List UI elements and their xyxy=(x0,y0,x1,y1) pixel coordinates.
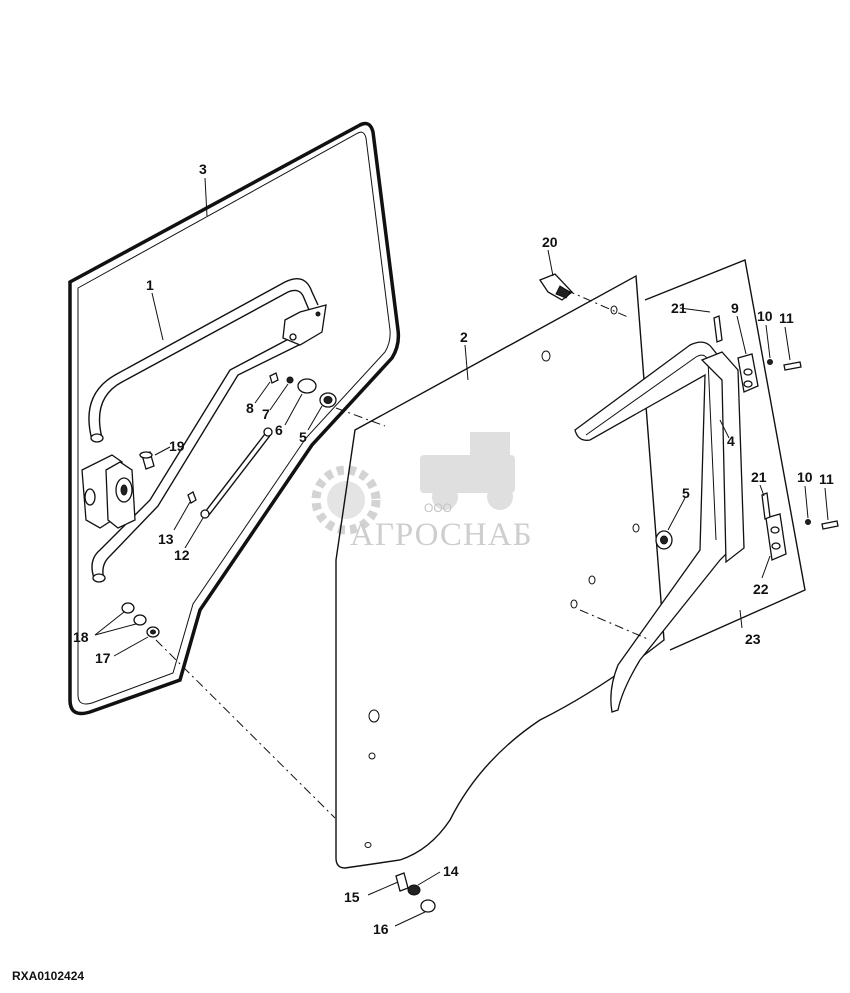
hinge-lower xyxy=(765,513,787,561)
callout-11-lower: 11 xyxy=(819,471,834,487)
hinge-bolts xyxy=(713,315,839,530)
callout-21-lower: 21 xyxy=(751,469,767,485)
callout-23: 23 xyxy=(745,631,761,647)
callout-15: 15 xyxy=(344,889,360,905)
leader-lines xyxy=(94,177,829,927)
watermark-company: АГРОСНАБ xyxy=(350,517,533,553)
callout-1: 1 xyxy=(146,277,154,293)
callout-14: 14 xyxy=(443,863,459,879)
hinge-frame xyxy=(644,259,806,651)
harvester-silhouette-icon xyxy=(420,432,515,510)
callout-16: 16 xyxy=(373,921,389,937)
watermark: ООО АГРОСНАБ xyxy=(311,432,533,553)
assembly-center-lines xyxy=(155,289,651,819)
callout-9: 9 xyxy=(731,300,739,316)
washers-lower xyxy=(121,602,160,638)
callout-7: 7 xyxy=(262,406,270,422)
callout-20: 20 xyxy=(542,234,558,250)
callout-22: 22 xyxy=(753,581,769,597)
mounting-hardware-upper xyxy=(269,372,337,408)
callout-6: 6 xyxy=(275,422,283,438)
callout-13: 13 xyxy=(158,531,174,547)
callout-11-upper: 11 xyxy=(779,310,794,326)
callout-18: 18 xyxy=(73,629,89,645)
callout-5-right: 5 xyxy=(682,485,690,501)
door-latch xyxy=(81,451,155,529)
hinge-upper xyxy=(737,353,759,393)
callout-4: 4 xyxy=(727,433,735,449)
callout-10-upper: 10 xyxy=(757,308,773,324)
glass-panel xyxy=(335,274,673,869)
callout-5-left: 5 xyxy=(299,429,307,445)
bottom-hardware xyxy=(395,872,436,913)
door-seal-frame xyxy=(68,121,401,716)
callout-labels: 3 1 2 20 21 9 10 11 4 5 21 10 11 22 23 1… xyxy=(73,161,834,937)
watermark-prefix: ООО xyxy=(424,501,452,515)
callout-12: 12 xyxy=(174,547,190,563)
callout-2: 2 xyxy=(460,329,468,345)
gear-logo-icon xyxy=(311,465,381,535)
handrail xyxy=(88,278,327,583)
callout-3: 3 xyxy=(199,161,207,177)
glass-stud xyxy=(539,273,573,301)
gas-strut xyxy=(187,427,273,519)
hinge-bracket xyxy=(574,341,745,713)
callout-21-upper: 21 xyxy=(671,300,687,316)
figure-code: RXA0102424 xyxy=(12,969,84,983)
callout-10-lower: 10 xyxy=(797,469,813,485)
latch-screw xyxy=(139,451,155,470)
callout-8: 8 xyxy=(246,400,254,416)
callout-17: 17 xyxy=(95,650,111,666)
callout-19: 19 xyxy=(169,438,185,454)
